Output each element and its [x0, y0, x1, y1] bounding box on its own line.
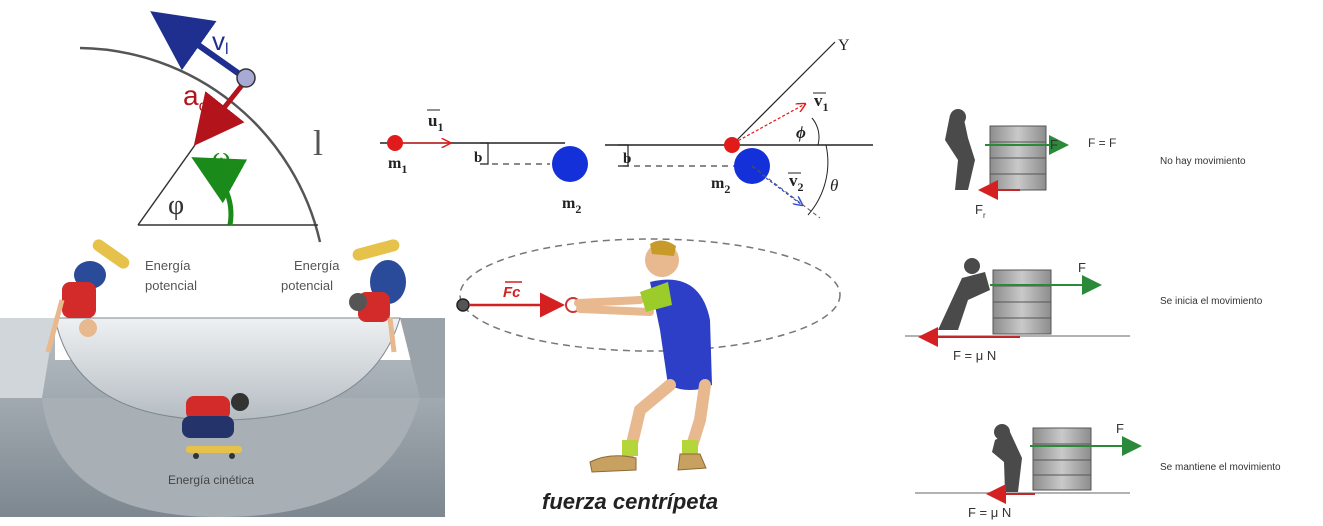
equation-2: F = μ N: [953, 348, 996, 363]
athlete-leg-left: [624, 379, 676, 458]
skater-bottom-head: [231, 393, 249, 411]
skateboard-left: [92, 239, 130, 269]
skater-right: [349, 239, 406, 353]
athlete-sleeve: [640, 282, 672, 312]
person-2: [938, 272, 990, 330]
skater-left-shirt: [62, 282, 96, 318]
theta-arc: [807, 144, 829, 216]
skateboard-bottom: [186, 446, 242, 453]
skater-right-arm: [387, 317, 397, 353]
accel-label: ac: [183, 80, 207, 115]
kinetic-energy-label: Energía cinética: [168, 473, 254, 487]
athlete-sock-left: [622, 440, 638, 456]
fc-label: Fc: [503, 284, 521, 301]
person-3: [992, 432, 1022, 492]
athlete-shoe-left: [589, 455, 637, 473]
skater-bottom-shirt: [186, 396, 230, 420]
m2-label: m2: [562, 195, 581, 216]
athlete-sock-right: [682, 440, 698, 456]
m2-label-after: m2: [711, 175, 730, 196]
v2-arrow: [761, 174, 802, 205]
mass-m2: [552, 146, 588, 182]
radius-line: [137, 144, 196, 226]
athlete-torso: [650, 279, 712, 390]
potential-energy-left-line1: Energía: [145, 258, 191, 273]
ramp-left-side: [0, 318, 55, 398]
equation-1: F = F: [1088, 136, 1116, 150]
b-label-left: b: [474, 150, 482, 166]
m1-label: m1: [388, 155, 407, 176]
f-label-3: F: [1116, 421, 1124, 436]
omega-arrow: [191, 157, 248, 226]
v2-direction-line: [751, 165, 821, 219]
skater-left: [45, 239, 130, 353]
v1-label: v1: [814, 91, 829, 114]
collision-diagram: u1 m1 b m2 Y v1 ϕ b m2 v2 θ: [380, 37, 873, 219]
skater-left-arm: [45, 299, 65, 353]
athlete-arm-2: [576, 305, 654, 316]
hammer-throw-illustration: Fc fuerza centrípeta: [456, 238, 841, 514]
circle-arc: [79, 46, 322, 243]
ramp-right-side: [400, 318, 445, 398]
skater-bottom-legs: [182, 416, 234, 438]
friction-panel-1: F Fr F = F No hay movimiento: [945, 109, 1246, 220]
y-axis-line: [731, 41, 836, 146]
athlete-shoe-right: [677, 453, 707, 471]
f-label-2: F: [1078, 260, 1086, 275]
u1-label: u1: [428, 111, 443, 134]
f-label-1: F: [1050, 137, 1058, 152]
dresser-3: [1032, 427, 1092, 491]
b-label-right: b: [623, 151, 631, 167]
equation-3: F = μ N: [968, 505, 1011, 520]
status-2: Se inicia el movimiento: [1160, 296, 1263, 307]
radius-label: l: [313, 123, 323, 163]
velocity-label: vl: [212, 26, 229, 58]
b-bracket-right: [618, 144, 629, 167]
orbit-ellipse: [459, 238, 841, 352]
theta-label: θ: [830, 176, 838, 195]
friction-panel-2: F F = μ N Se inicia el movimiento: [905, 258, 1263, 363]
potential-energy-right-line1: Energía: [294, 258, 340, 273]
potential-energy-right-line2: potencial: [281, 278, 333, 293]
friction-panel-3: F F = μ N Se mantiene el movimiento: [915, 421, 1281, 520]
phi-arc: [811, 117, 820, 146]
status-3: Se mantiene el movimiento: [1160, 462, 1281, 473]
mass-m1: [387, 135, 403, 151]
y-axis-label: Y: [838, 37, 850, 54]
phi-label: ϕ: [796, 123, 806, 142]
v2-label: v2: [789, 171, 804, 194]
fr-label-1: Fr: [975, 202, 986, 220]
velocity-arrow: [150, 11, 247, 81]
circular-motion-diagram: vl ac ω l φ: [79, 11, 323, 243]
b-bracket-left: [480, 142, 489, 165]
skater-bottom: [182, 393, 249, 459]
mass-m1-after: [724, 137, 740, 153]
centripetal-force-caption: fuerza centrípeta: [542, 489, 718, 514]
person-1: [945, 110, 975, 190]
angle-label: φ: [168, 190, 184, 221]
omega-label: ω: [212, 142, 230, 173]
skateboard-right: [352, 239, 400, 261]
skater-left-head: [79, 319, 97, 337]
status-1: No hay movimiento: [1160, 156, 1246, 167]
skater-right-head: [349, 293, 367, 311]
skate-ramp-illustration: Energía potencial Energía potencial Ener…: [0, 239, 445, 517]
athlete-arm: [574, 296, 644, 307]
potential-energy-left-line2: potencial: [145, 278, 197, 293]
athlete-hair: [650, 240, 676, 256]
v1-arrow: [733, 104, 805, 144]
acceleration-arrow: [193, 82, 245, 146]
hammer-ball: [456, 298, 470, 312]
moving-body: [236, 68, 256, 88]
